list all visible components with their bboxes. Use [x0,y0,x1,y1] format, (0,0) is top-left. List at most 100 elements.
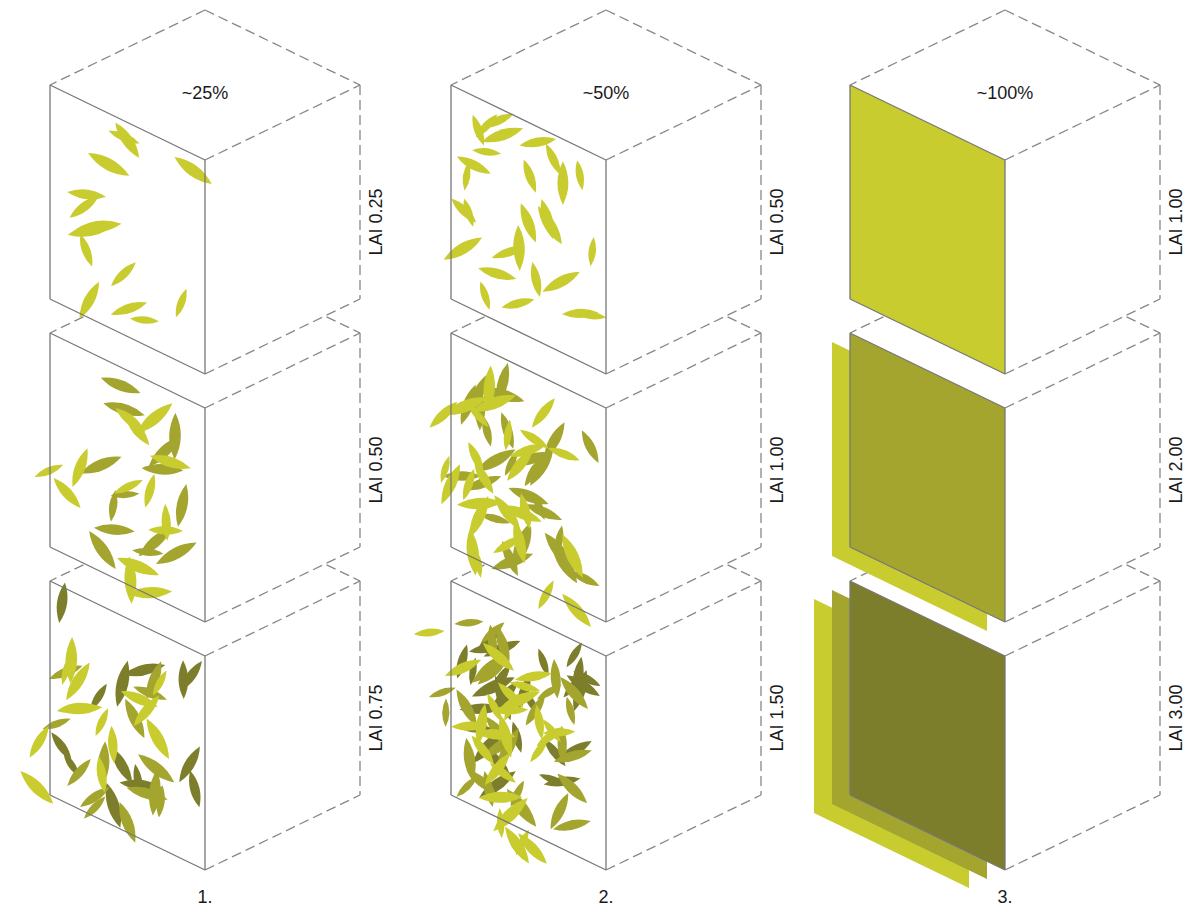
leaf [115,553,161,580]
leaf [501,692,522,723]
leaf [442,392,489,420]
leaf [478,791,522,803]
leaf [153,537,199,569]
leaf [552,746,593,766]
lai-label: LAI 0.50 [367,436,385,503]
coverage-label: ~50% [583,84,630,102]
leaf [464,528,482,577]
leaf [33,461,65,480]
leaf [56,700,93,715]
lai-label: LAI 2.00 [1167,436,1185,503]
leaf [477,263,518,283]
leaf [186,769,204,808]
leaf [150,669,170,697]
side-face [1005,85,1160,374]
lai-label: LAI 1.00 [1167,188,1185,255]
leaf [68,446,93,489]
cube-edge [450,333,451,547]
leaf [554,770,591,807]
cube-edge [451,795,606,870]
side-face [205,581,360,870]
leaf [93,523,135,537]
cube-edge [49,85,50,299]
cube-edge [204,656,205,870]
leaf [571,668,602,689]
leaf [125,783,169,805]
lai-label: LAI 0.50 [768,188,786,255]
leaf [540,267,582,296]
leaf [172,287,190,318]
cube-edge [205,547,360,622]
leaf [107,725,119,763]
leaf [455,152,493,178]
cube-edge [205,795,360,870]
leaf [67,220,116,241]
leaf [543,728,576,738]
leaf [527,737,550,765]
lai-label: LAI 3.00 [1167,684,1185,751]
leaf [119,687,160,712]
lai-label: LAI 1.00 [768,436,786,503]
cube [441,10,761,374]
leaf [512,225,525,271]
leaf [500,295,535,311]
cube-edge [606,547,761,622]
cube-edge [1159,85,1160,299]
front-face [451,85,606,374]
coverage-label: ~25% [182,84,229,102]
leaf [500,824,533,867]
cube-edge [50,299,205,374]
leaf [478,619,507,645]
cube [50,10,360,374]
leaf [94,755,109,793]
leaf [109,298,148,319]
leaf [535,579,557,611]
leaf [461,197,477,227]
leaf [111,659,133,708]
leaf-plane [850,85,1005,374]
cube-edge [850,547,1005,622]
leaf [575,309,607,321]
leaf [413,627,444,638]
leaf [454,618,484,628]
leaf [107,127,141,147]
leaf [520,158,540,194]
leaf [135,750,178,787]
leaf [519,134,557,150]
leaf [479,639,517,675]
leaf [161,504,172,541]
leaf [557,161,568,205]
side-face [606,333,761,622]
front-face [50,333,205,622]
lai-label: LAI 0.25 [367,188,385,255]
front-face [451,333,606,622]
leaf [477,280,493,310]
leaf [558,590,595,630]
cube-edge [451,10,606,85]
cube-edge [605,656,606,870]
leaf [50,475,85,512]
cube-edge [760,581,761,795]
leaf [469,113,488,147]
cube-edge [451,547,606,622]
cube-edge [849,333,850,547]
leaf [503,445,537,484]
cube-edge [1005,299,1160,374]
leaf [533,203,567,247]
leaf [546,444,581,464]
cube-edge [760,333,761,547]
cube-edge [605,160,606,374]
leaf [482,365,497,411]
cube-edge [1004,408,1005,622]
leaf [75,279,104,321]
leaf [546,791,573,832]
leaf [502,419,514,451]
side-face [205,85,360,374]
cube-edge [606,10,761,85]
leaf-plane [850,333,1005,622]
cube-edge [606,795,761,870]
leaf [141,716,174,762]
leaf [16,767,57,808]
leaf [48,730,75,763]
